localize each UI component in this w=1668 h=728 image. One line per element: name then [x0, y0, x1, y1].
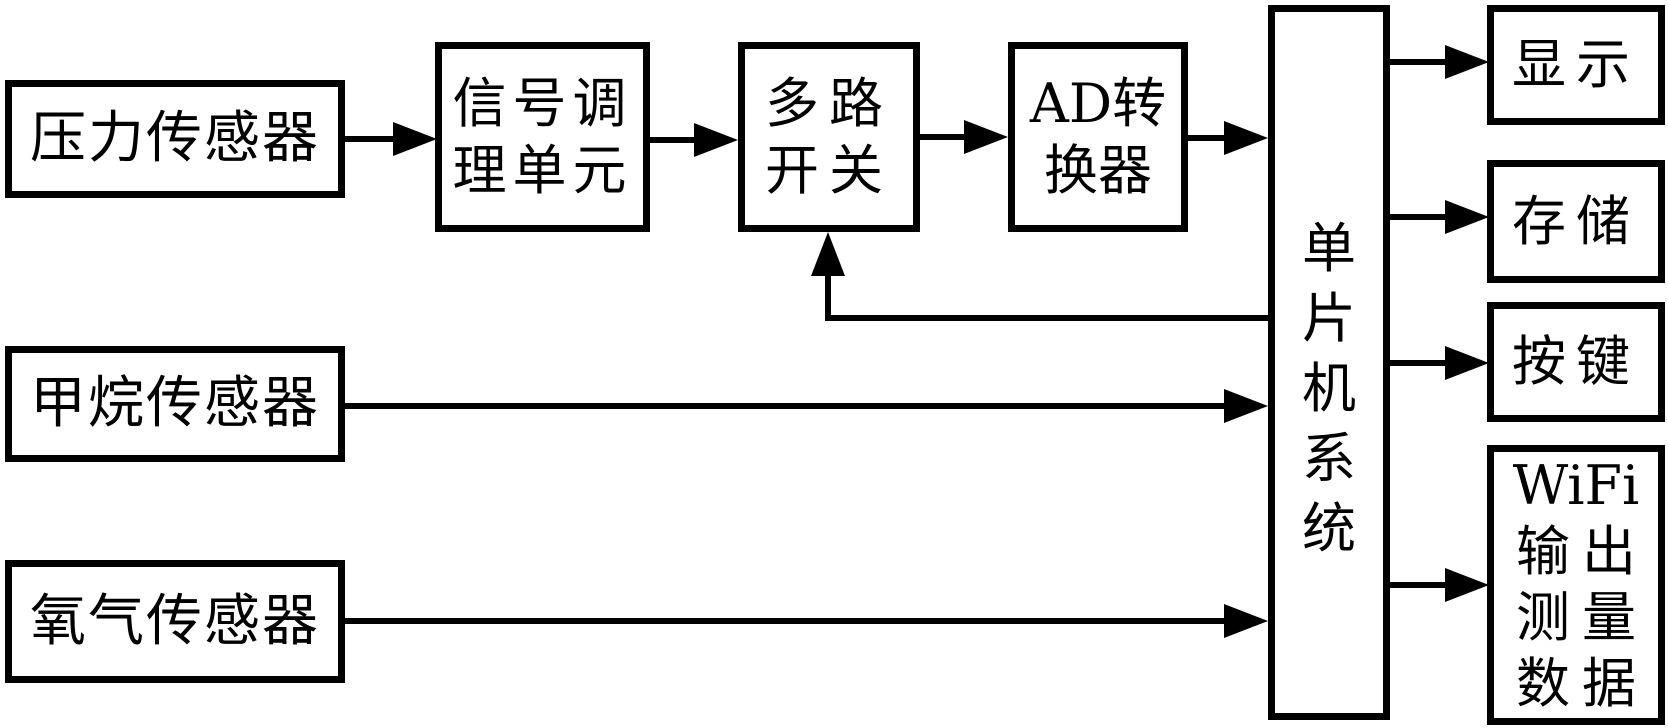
- edge-mcu-to-display-line: [1390, 59, 1452, 65]
- edge-ad-to-mcu-arrowhead: [1224, 121, 1268, 155]
- edge-mcu-to-mux-feedback-vline: [825, 262, 831, 321]
- edge-signal-to-mux-arrowhead: [694, 123, 738, 157]
- edge-mcu-to-wifi-line: [1390, 582, 1452, 588]
- edge-methane-to-mcu-line: [345, 403, 1235, 409]
- edge-mcu-to-storage-line: [1390, 214, 1452, 220]
- node-label: 甲烷传感器: [30, 371, 320, 436]
- node-label: AD转: [1029, 71, 1167, 135]
- node-keys: 按键: [1487, 302, 1665, 422]
- node-label: 单片机系统: [1302, 216, 1356, 560]
- node-label: 氧气传感器: [30, 588, 320, 654]
- node-label: 存储: [1512, 189, 1640, 253]
- node-label: 压力传感器: [30, 106, 320, 171]
- node-label: 换器: [1044, 139, 1152, 202]
- edge-mcu-to-wifi-arrowhead: [1445, 568, 1489, 602]
- edge-mcu-to-display-arrowhead: [1445, 45, 1489, 79]
- node-oxygen-sensor: 氧气传感器: [5, 560, 345, 683]
- node-multiplexer-switch: 多路 开关: [738, 42, 920, 232]
- node-display: 显示: [1487, 5, 1665, 125]
- node-mcu-system: 单片机系统: [1268, 5, 1390, 720]
- edge-mcu-to-mux-feedback-hline: [825, 315, 1270, 321]
- node-label: 多路: [765, 71, 893, 135]
- node-methane-sensor: 甲烷传感器: [5, 346, 345, 462]
- node-label: 输出: [1516, 520, 1648, 583]
- node-ad-converter: AD转 换器: [1008, 42, 1188, 232]
- node-pressure-sensor: 压力传感器: [5, 80, 345, 198]
- edge-mcu-to-storage-arrowhead: [1445, 200, 1489, 234]
- edge-pressure-to-signal-line: [345, 136, 403, 142]
- edge-methane-to-mcu-arrowhead: [1224, 389, 1268, 423]
- edge-mux-to-ad-line: [920, 134, 972, 140]
- node-label: 信号调: [452, 71, 633, 135]
- node-wifi-output: WiFi 输出 测量 数据: [1487, 445, 1665, 725]
- edge-oxygen-to-mcu-line: [345, 618, 1235, 624]
- edge-mcu-to-mux-feedback-arrowhead: [811, 232, 845, 276]
- edge-signal-to-mux-line: [650, 137, 702, 143]
- node-label: 按键: [1512, 330, 1640, 394]
- node-label: WiFi: [1512, 454, 1640, 517]
- edge-pressure-to-signal-arrowhead: [393, 122, 437, 156]
- edge-mux-to-ad-arrowhead: [964, 120, 1008, 154]
- node-label: 开关: [765, 139, 893, 202]
- node-label: 数据: [1516, 652, 1648, 715]
- node-signal-conditioning-unit: 信号调 理单元: [435, 42, 650, 232]
- node-storage: 存储: [1487, 160, 1665, 283]
- edge-mcu-to-keys-line: [1390, 360, 1452, 366]
- node-label: 测量: [1516, 586, 1648, 649]
- edge-oxygen-to-mcu-arrowhead: [1224, 604, 1268, 638]
- node-label: 理单元: [452, 139, 633, 202]
- node-label: 显示: [1512, 33, 1640, 97]
- edge-mcu-to-keys-arrowhead: [1445, 346, 1489, 380]
- edge-ad-to-mcu-line: [1188, 135, 1233, 141]
